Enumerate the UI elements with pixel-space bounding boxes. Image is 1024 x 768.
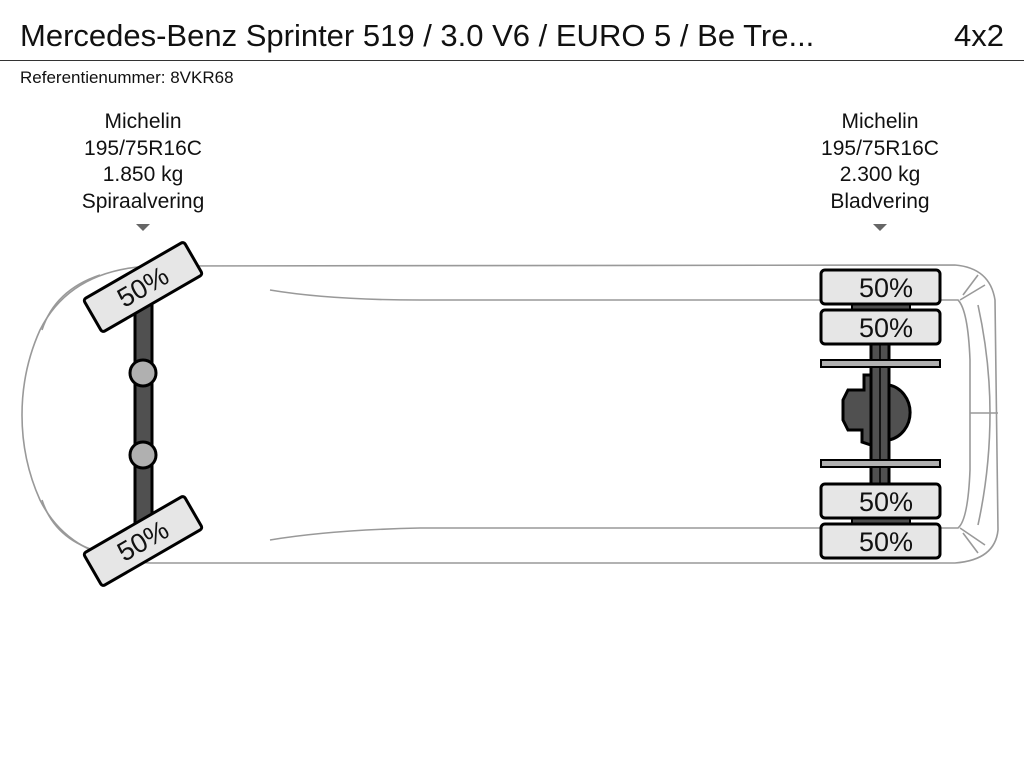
tire-load-percent: 50% [859, 273, 913, 303]
axle-joint-icon [128, 358, 158, 388]
front-axle: 50% 50% [82, 241, 204, 587]
tire-load-percent: 50% [859, 527, 913, 557]
front-axle-beam [133, 293, 154, 537]
axle-joint-icon [128, 440, 158, 470]
reference-number: Referentienummer: 8VKR68 [20, 68, 234, 87]
front-axle-info: Michelin 195/75R16C 1.850 kg Spiraalveri… [43, 109, 243, 215]
axle-load: 1.850 kg [102, 163, 184, 186]
tire-load-percent: 50% [859, 487, 913, 517]
front-axle-marker-icon [136, 224, 150, 231]
suspension-type: Spiraalvering [81, 189, 205, 213]
axle-configuration: 4x2 [954, 18, 1004, 53]
tire-brand: Michelin [104, 110, 182, 133]
page-title: Mercedes-Benz Sprinter 519 / 3.0 V6 / EU… [20, 18, 815, 53]
rear-axle-info: Michelin 195/75R16C 2.300 kg Bladvering [780, 109, 980, 215]
differential-icon [841, 373, 873, 448]
axle-load: 2.300 kg [839, 163, 921, 186]
tire-size: 195/75R16C [821, 136, 939, 160]
leaf-spring [820, 359, 941, 368]
rear-tire-outer-right: 50% [819, 522, 942, 560]
leaf-spring [820, 459, 941, 468]
tire-brand: Michelin [841, 110, 919, 133]
rear-tire-inner-left: 50% [819, 308, 942, 346]
rear-tire-outer-left: 50% [819, 268, 942, 306]
divider [0, 60, 1024, 61]
suspension-type: Bladvering [830, 189, 930, 213]
rear-tire-inner-right: 50% [819, 482, 942, 520]
tire-size: 195/75R16C [84, 136, 202, 160]
tire-load-percent: 50% [859, 313, 913, 343]
rear-axle: 50% 50% 50% 50% [819, 268, 942, 560]
rear-axle-marker-icon [873, 224, 887, 231]
